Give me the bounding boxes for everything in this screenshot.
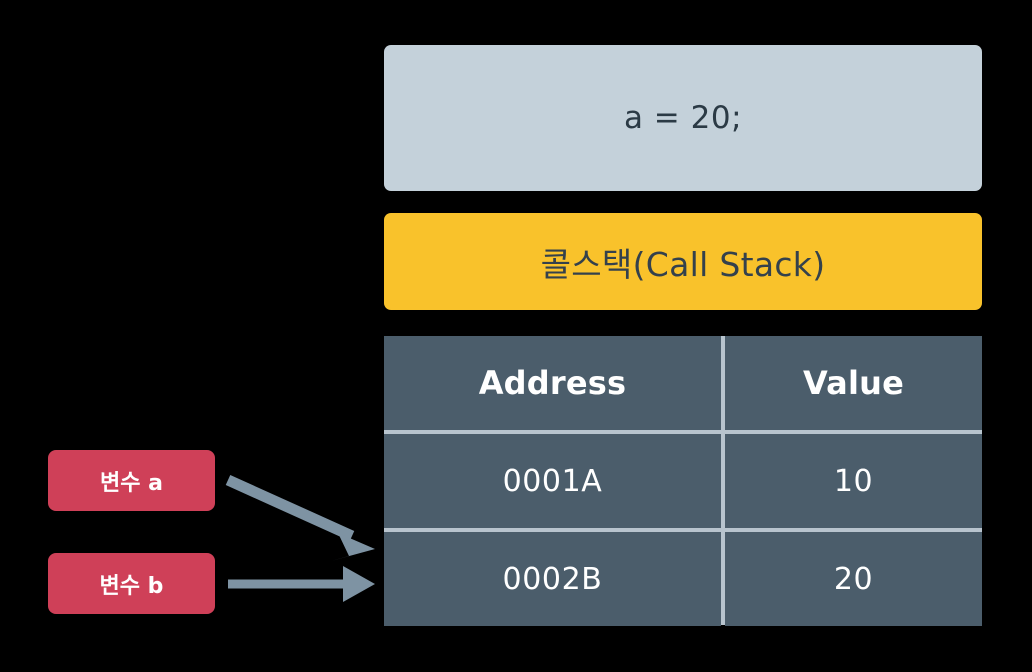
call-stack-title: 콜스택(Call Stack) [540,244,826,284]
cell-value: 10 [725,434,982,528]
cell-address: 0002B [384,532,721,626]
table-header-row: Address Value [384,336,982,430]
badge-variable-a: 변수 a [48,450,215,511]
memory-table: Address Value 0001A 10 0002B 20 [384,336,982,626]
arrow-variable-a [225,474,375,561]
arrow-variable-b [228,566,375,602]
code-statement-text: a = 20; [623,100,743,136]
table-row: 0001A 10 [384,434,982,528]
badge-variable-b-label: 변수 b [99,573,164,599]
code-statement-box: a = 20; [384,45,982,191]
column-header-value: Value [725,336,982,430]
cell-address: 0001A [384,434,721,528]
badge-variable-a-label: 변수 a [100,470,163,496]
column-header-address: Address [384,336,721,430]
table-row: 0002B 20 [384,532,982,626]
badge-variable-b: 변수 b [48,553,215,614]
cell-value: 20 [725,532,982,626]
call-stack-banner: 콜스택(Call Stack) [384,213,982,310]
